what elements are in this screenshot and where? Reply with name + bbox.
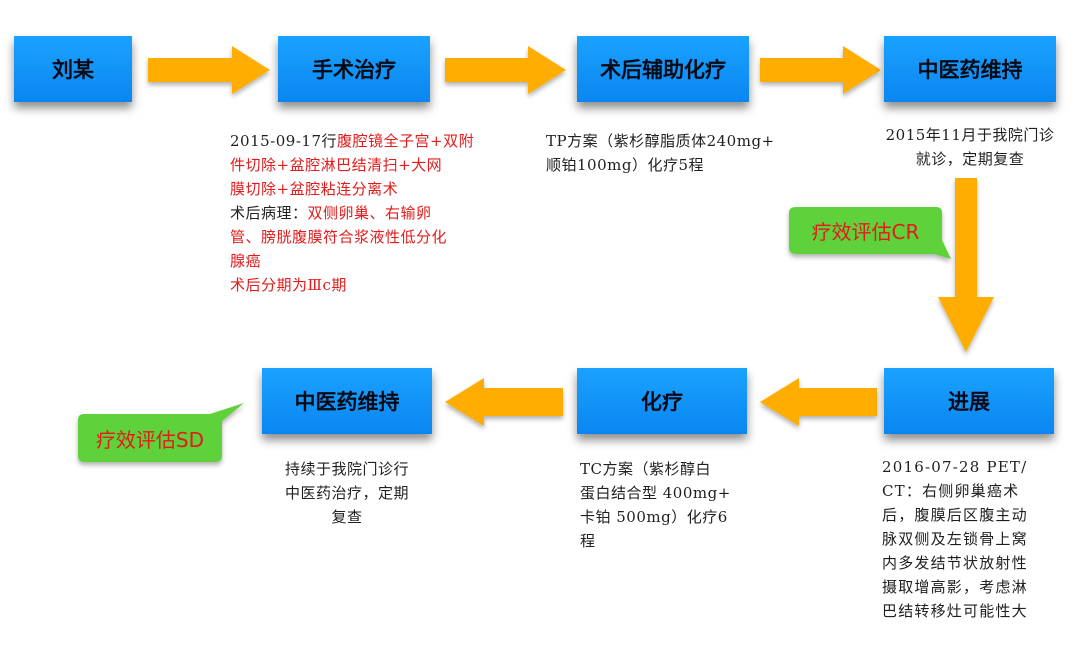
badge-sd: 疗效评估SD	[95, 427, 205, 452]
arrow-chemo-to-tcm	[445, 378, 563, 426]
arrow-progress-to-chemo	[760, 378, 877, 426]
note-surgery: 2015-09-17行腹腔镜全子宫+双附 件切除+盆腔淋巴结清扫+大网 膜切除+…	[230, 132, 475, 294]
node-progress: 进展	[884, 368, 1054, 434]
note-chemo: TC方案（紫杉醇白 蛋白结合型 400mg+ 卡铂 500mg）化疗6 程	[580, 460, 731, 550]
arrow-patient-to-surgery	[148, 46, 270, 94]
note-postop-chemo: TP方案（紫杉醇脂质体240mg+ 顺铂100mg）化疗5程	[546, 132, 775, 174]
node-surgery: 手术治疗	[278, 36, 430, 102]
node-chemo: 化疗	[577, 368, 747, 434]
node-tcm-maintain-1: 中医药维持	[884, 36, 1056, 102]
arrow-postop-to-tcm	[760, 46, 881, 94]
badge-sd-bubble	[78, 403, 244, 462]
node-postop-chemo: 术后辅助化疗	[577, 36, 749, 102]
note-tcm-maintain-1: 2015年11月于我院门诊 就诊，定期复查	[885, 126, 1055, 168]
node-patient: 刘某	[14, 36, 132, 102]
badge-cr-bubble	[789, 207, 951, 259]
node-tcm-maintain-2: 中医药维持	[262, 368, 432, 434]
note-tcm-maintain-2: 持续于我院门诊行 中医药治疗，定期 复查	[284, 460, 409, 526]
arrow-tcm-to-progress	[938, 178, 994, 352]
arrow-surgery-to-postop	[445, 46, 566, 94]
badge-cr: 疗效评估CR	[811, 220, 920, 244]
note-progress: 2016-07-28 PET/ CT：右侧卵巢癌术 后，腹膜后区腹主动 脉双侧及…	[882, 458, 1028, 620]
